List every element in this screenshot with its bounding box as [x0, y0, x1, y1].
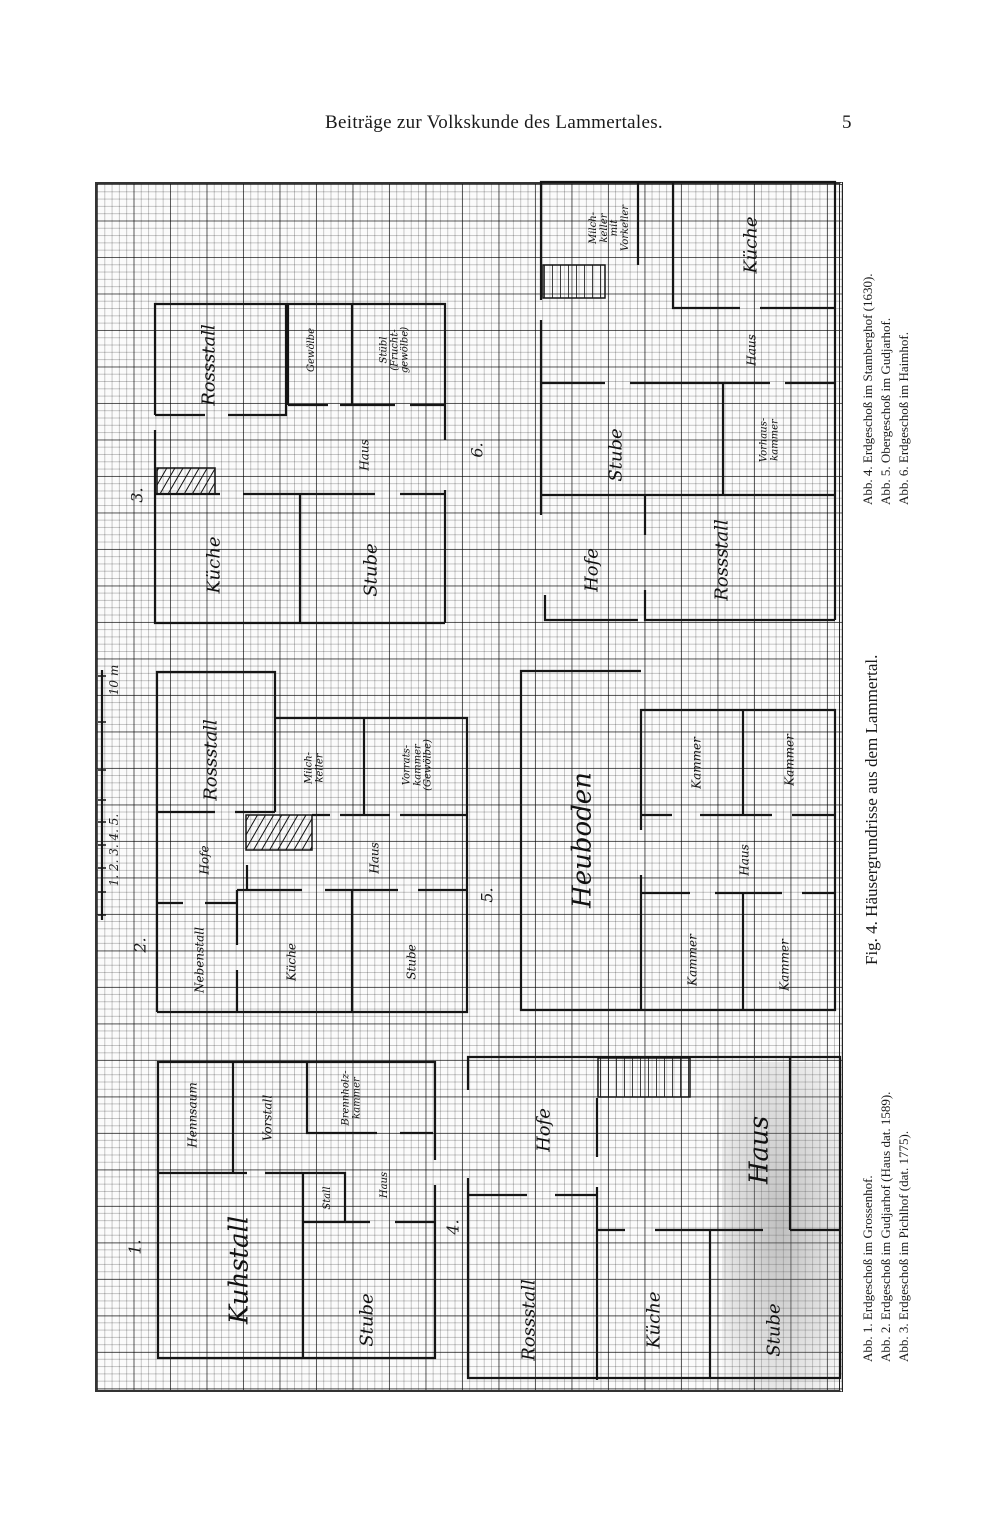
caption-abb-3: Abb. 3. Erdgeschoß im Pichlhof (dat. 177…	[896, 1130, 911, 1362]
room-label: Vorrats- kammer (Gewölbe)	[401, 739, 434, 791]
room-label: Haus	[357, 439, 372, 471]
room-label: Heuboden	[567, 772, 598, 908]
room-label: Haus	[378, 1171, 390, 1199]
room-label: Kammer	[777, 939, 792, 991]
plan-3-walls	[153, 302, 447, 625]
caption-abb-2: Abb. 2. Erdgeschoß im Gudjarhof (Haus da…	[878, 1091, 893, 1362]
room-label: Küche	[740, 216, 762, 274]
room-label: Nebenstall	[192, 927, 207, 993]
room-label: Rossstall	[198, 324, 220, 406]
room-label: Küche	[284, 943, 299, 981]
plan-number-1: 1.	[125, 1239, 145, 1255]
room-label: Gewölbe	[305, 327, 317, 373]
room-label: Stube	[763, 1303, 785, 1357]
room-label: Rossstall	[711, 519, 733, 601]
running-title: Beiträge zur Volkskunde des Lammertales.	[325, 112, 663, 133]
room-label: Kammer	[782, 734, 797, 786]
room-label: Hennsaum	[185, 1082, 200, 1148]
room-label: Haus	[367, 842, 382, 874]
caption-abb-4: Abb. 4. Erdgeschoß im Stamberghof (1630)…	[860, 273, 875, 505]
room-label: Rossstall	[200, 719, 222, 801]
room-label: Stube	[360, 543, 382, 597]
room-label: Küche	[643, 1291, 665, 1349]
scale-bar	[98, 670, 106, 920]
room-label: Milch- keller mit Vorkeller	[588, 204, 631, 252]
shaded-area	[722, 1062, 840, 1388]
page-number: 5	[842, 112, 852, 133]
room-label: Hofe	[533, 1108, 555, 1152]
plan-number-2: 2.	[130, 937, 150, 953]
room-label: Haus	[744, 1115, 775, 1185]
room-label: Haus	[744, 334, 759, 366]
room-label: Hofe	[581, 548, 603, 592]
room-label: Stube	[404, 944, 419, 980]
caption-abb-1: Abb. 1. Erdgeschoß im Grossenhof.	[860, 1175, 875, 1362]
room-label: Milch- keller	[303, 751, 326, 785]
caption-abb-6: Abb. 6. Erdgeschoß im Haimhof.	[896, 332, 911, 505]
plan-number-5: 5.	[477, 887, 497, 903]
room-label: Brennholz- kammer	[340, 1070, 363, 1126]
plan-1-walls	[156, 1060, 437, 1360]
scale-end-label: 10 m	[107, 664, 121, 696]
room-label: Stall	[321, 1186, 333, 1210]
room-label: Rossstall	[518, 1279, 540, 1361]
room-label: Kammer	[685, 934, 700, 986]
room-label: Kuhstall	[224, 1215, 255, 1325]
room-label: Stube	[356, 1293, 378, 1347]
room-label: Vorhaus- kammer	[758, 417, 781, 463]
room-label: Kammer	[689, 737, 704, 789]
room-label: Stube	[605, 428, 627, 482]
figure-caption: Fig. 4. Häusergrundrisse aus dem Lammert…	[862, 654, 881, 965]
scale-labels: 1. 2. 3. 4. 5.	[107, 813, 121, 887]
plan-4-walls	[466, 1055, 842, 1380]
plan-5-walls	[519, 669, 837, 1012]
plan-number-4: 4.	[443, 1219, 463, 1235]
room-label: Vorstall	[260, 1094, 275, 1142]
room-label: Hofe	[197, 845, 212, 875]
caption-abb-5: Abb. 5. Obergeschoß im Gudjarhof.	[878, 317, 893, 505]
room-label: Haus	[737, 844, 752, 876]
plan-number-3: 3.	[127, 487, 147, 503]
plan-2-walls	[155, 670, 469, 1014]
room-label: Küche	[203, 536, 225, 594]
room-label: Stübl (Frucht- gewölbe)	[378, 326, 411, 374]
plan-number-6: 6.	[467, 442, 487, 458]
plan-6-walls	[539, 180, 837, 622]
